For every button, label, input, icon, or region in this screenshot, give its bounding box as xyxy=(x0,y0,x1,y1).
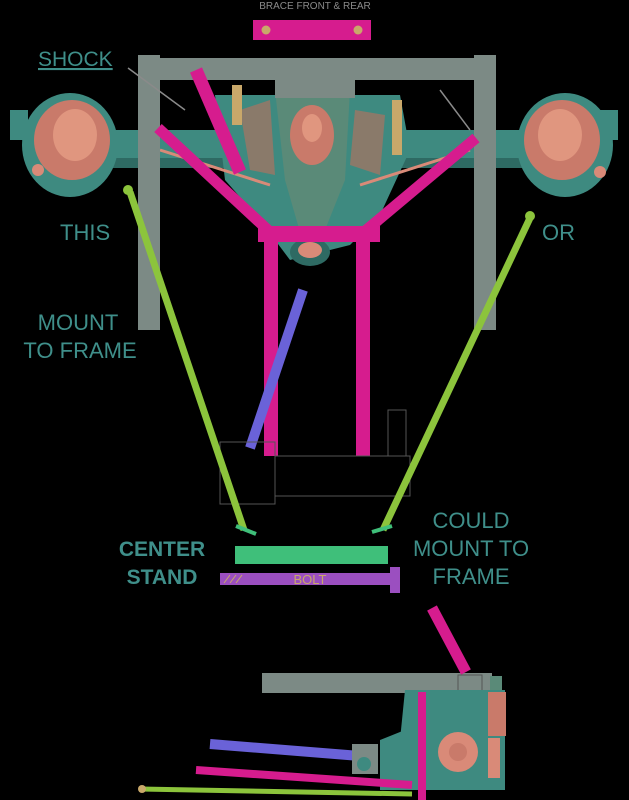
center-label-line1: CENTER xyxy=(119,538,205,561)
shock-pointer-line-right xyxy=(439,89,471,131)
bolt-label: BOLT xyxy=(294,572,327,587)
mount-label-line1: MOUNT xyxy=(38,310,119,335)
could-label-line2: MOUNT TO xyxy=(413,536,529,561)
bolt xyxy=(220,567,400,593)
or-label: OR xyxy=(542,220,575,245)
could-label-line3: FRAME xyxy=(433,564,510,589)
axle-housing xyxy=(10,85,618,266)
brace-label: BRACE FRONT & REAR xyxy=(259,1,371,12)
green-mount-rods xyxy=(123,185,535,536)
stand-outline xyxy=(219,409,411,505)
could-label-line1: COULD xyxy=(432,508,509,533)
this-label: THIS xyxy=(60,220,110,245)
center-stand-bar xyxy=(235,546,388,564)
shock-pointer-line xyxy=(127,67,186,111)
center-label-line2: STAND xyxy=(127,566,198,589)
shock-label: SHOCK xyxy=(38,48,113,71)
mount-label-line2: TO FRAME xyxy=(23,338,136,363)
brace-plate xyxy=(253,20,371,40)
side-view xyxy=(138,605,506,800)
blue-rod xyxy=(245,271,317,450)
